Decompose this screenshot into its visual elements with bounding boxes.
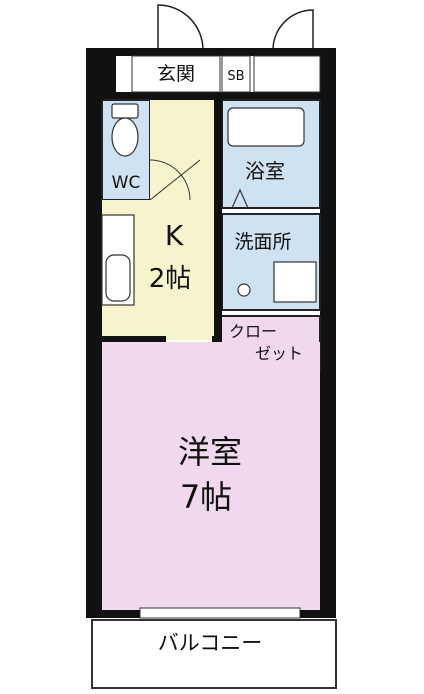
genkan-label: 玄関 — [157, 63, 195, 85]
bathtub-icon — [227, 107, 305, 147]
sb-label: SB — [227, 69, 244, 84]
western-name-label: 洋室 — [178, 433, 242, 471]
kitchen-name-label: K — [165, 219, 184, 252]
shoebox — [221, 55, 251, 93]
bath-door-mark — [231, 188, 249, 209]
balcony — [91, 619, 337, 689]
closet-label-line2: ゼット — [255, 344, 303, 363]
exterior-walls — [86, 48, 336, 618]
toilet-icon — [111, 103, 139, 157]
bath-label: 浴室 — [245, 159, 285, 183]
closet-label-line1: クロー — [229, 322, 277, 341]
washbasin-icon — [237, 261, 317, 303]
wc-label: WC — [112, 173, 141, 193]
kitchen-upper — [150, 100, 214, 200]
kitchen-size-label: 2帖 — [149, 264, 192, 294]
western-size-label: 7帖 — [180, 478, 232, 516]
genkan-floor — [131, 55, 221, 93]
western-room — [102, 342, 320, 610]
entrance-door-swings — [157, 4, 314, 51]
washroom-label: 洗面所 — [234, 231, 291, 253]
kitchen-counter-icon — [101, 214, 135, 306]
entrance-row — [131, 55, 321, 93]
kitchen-door-swing — [149, 159, 201, 201]
balcony-label: バルコニー — [158, 631, 263, 655]
balcony-window — [139, 607, 301, 619]
entrance-right-block — [253, 55, 321, 93]
